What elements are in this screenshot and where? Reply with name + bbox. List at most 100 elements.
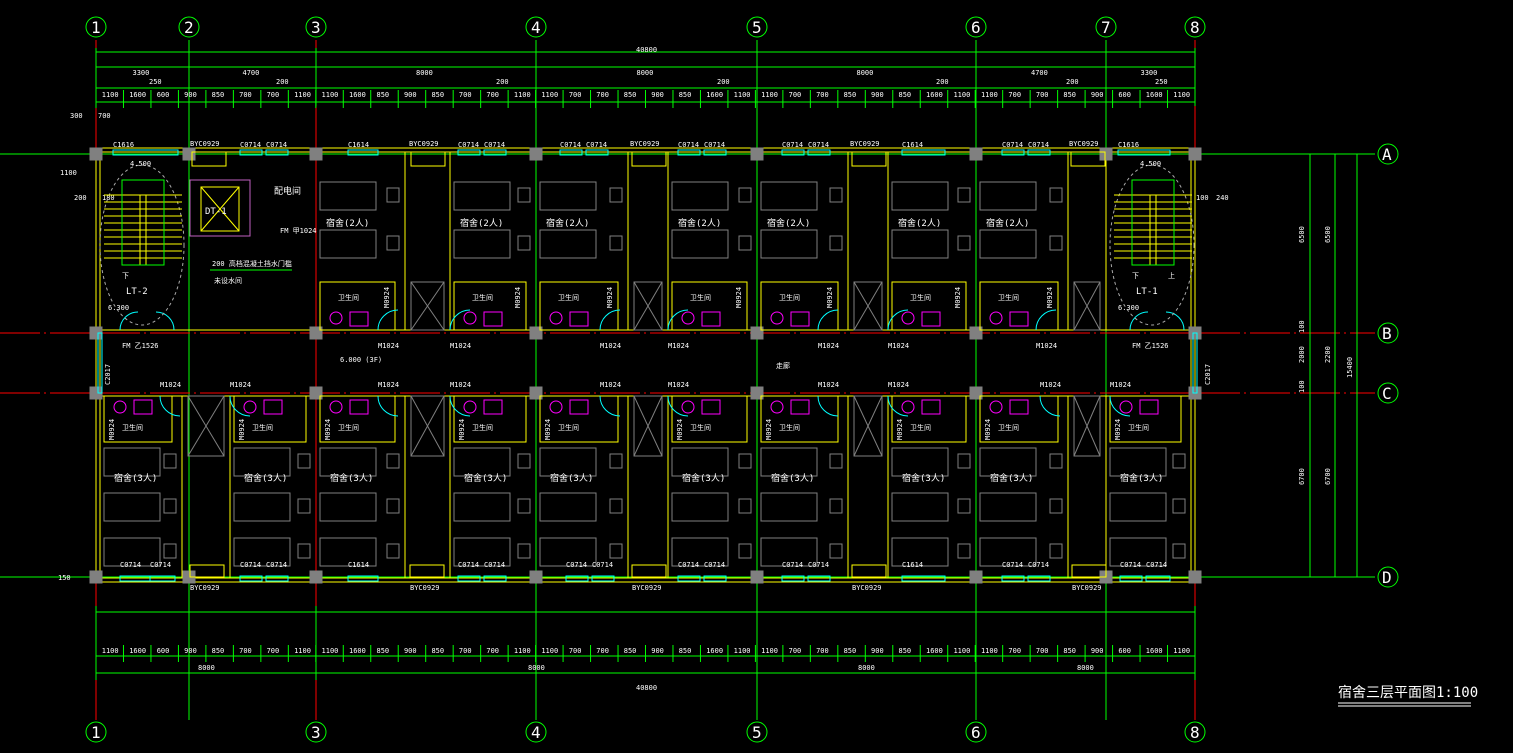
- desk-chair: [957, 187, 971, 203]
- door-swing: [599, 309, 621, 331]
- bed: [1109, 447, 1167, 477]
- dimension-right-inner: 100: [1298, 380, 1306, 393]
- room-label-dorm-3: 宿舍(3人): [771, 472, 814, 484]
- door-label: M1024: [160, 381, 181, 389]
- toilet-icon: [989, 311, 1003, 325]
- window: [265, 575, 289, 582]
- stair-door: [1129, 311, 1185, 331]
- bed: [760, 537, 818, 567]
- room-label-dorm-3: 宿舍(3人): [464, 472, 507, 484]
- window-label: C0714: [120, 561, 141, 569]
- dimension-detail-bottom: 700: [486, 647, 499, 655]
- duct-shaft: [633, 281, 663, 331]
- window: [265, 149, 289, 156]
- dimension-detail-bottom: 900: [184, 647, 197, 655]
- column: [309, 147, 323, 161]
- window-label: C0714: [704, 561, 725, 569]
- door-label: M1024: [1040, 381, 1061, 389]
- column: [182, 147, 196, 161]
- room-label-wc: 卫生间: [910, 423, 931, 432]
- room-label-wc: 卫生间: [1128, 423, 1149, 432]
- bed: [319, 492, 377, 522]
- axis-bubble: [1377, 382, 1399, 404]
- door-label-fm: FM 乙1526: [122, 342, 159, 350]
- duct-cross: [410, 395, 445, 457]
- dimension-detail-top: 1100: [541, 91, 558, 99]
- dimension-offset: 200: [276, 78, 289, 86]
- column: [309, 570, 323, 584]
- bed: [539, 537, 597, 567]
- axis-bubble: [1377, 322, 1399, 344]
- axis-bubble: [965, 721, 987, 743]
- window: [781, 575, 805, 582]
- room-label-wc: 卫生间: [472, 293, 493, 302]
- bathroom-wall: [319, 281, 396, 331]
- desk-chair: [163, 498, 177, 514]
- bed: [233, 537, 291, 567]
- desk-chair: [957, 453, 971, 469]
- door-label: M1024: [450, 342, 471, 350]
- axis-label-top: 2: [184, 18, 194, 37]
- desk-chair: [738, 235, 752, 251]
- column: [529, 147, 543, 161]
- shaft-wall: [404, 395, 451, 579]
- note-2: 未设水间: [214, 276, 242, 285]
- desk-chair: [1172, 453, 1186, 469]
- door-swing: [887, 395, 909, 417]
- desk-chair: [957, 543, 971, 559]
- room-label-power: 配电间: [274, 185, 301, 197]
- window-end: [97, 332, 103, 394]
- window: [807, 149, 831, 156]
- dimension-side: 180: [102, 194, 115, 202]
- desk-chair: [386, 453, 400, 469]
- window-label-c2017: C2017: [104, 364, 112, 385]
- dimension-segment: 8000: [416, 69, 433, 77]
- duct-cross: [410, 281, 445, 331]
- duct-cross: [187, 395, 225, 457]
- dimension-segment-bottom: 8000: [528, 664, 545, 672]
- dimension-detail-top: 1100: [294, 91, 311, 99]
- window-label: BYC0929: [632, 584, 662, 592]
- window-label: C0714: [678, 141, 699, 149]
- sink-icon: [1139, 399, 1159, 415]
- walls: [89, 147, 1202, 584]
- axis-bubble: [305, 16, 327, 38]
- toilet-icon: [463, 400, 477, 414]
- desk-chair: [609, 453, 623, 469]
- dimension-detail-top: 850: [212, 91, 225, 99]
- dimension-detail-bottom: 1600: [706, 647, 723, 655]
- room-label-dorm-3: 宿舍(3人): [114, 472, 157, 484]
- desk-chair: [163, 543, 177, 559]
- room-label-wc: 卫生间: [558, 423, 579, 432]
- window: [1119, 575, 1143, 582]
- room-label-dorm-2: 宿舍(2人): [460, 217, 503, 229]
- column: [529, 326, 543, 340]
- sink-icon: [701, 311, 721, 327]
- dimension-detail-bottom: 700: [1008, 647, 1021, 655]
- duct-cross: [1073, 395, 1101, 457]
- window: [585, 149, 609, 156]
- window-label: C0714: [240, 141, 261, 149]
- toilet-icon: [681, 311, 695, 325]
- column: [529, 570, 543, 584]
- bed: [539, 181, 597, 211]
- door-label: M1024: [668, 342, 689, 350]
- bed: [539, 447, 597, 477]
- dimension-right-inner: 2000: [1298, 346, 1306, 363]
- column: [309, 326, 323, 340]
- dimension-detail-top: 700: [816, 91, 829, 99]
- elevator-shaft: [189, 179, 251, 237]
- desk-chair: [829, 498, 843, 514]
- toilet-icon: [549, 400, 563, 414]
- window-label: BYC0929: [190, 584, 220, 592]
- dimension-detail-top: 700: [1008, 91, 1021, 99]
- dimension-detail-bottom: 700: [789, 647, 802, 655]
- desk-chair: [609, 187, 623, 203]
- toilet-icon: [989, 400, 1003, 414]
- room-label-wc: 卫生间: [690, 423, 711, 432]
- dimension-detail-bottom: 700: [816, 647, 829, 655]
- stair-label: LT-2: [126, 287, 148, 297]
- dimension-detail-top: 600: [157, 91, 170, 99]
- door-swing: [667, 309, 689, 331]
